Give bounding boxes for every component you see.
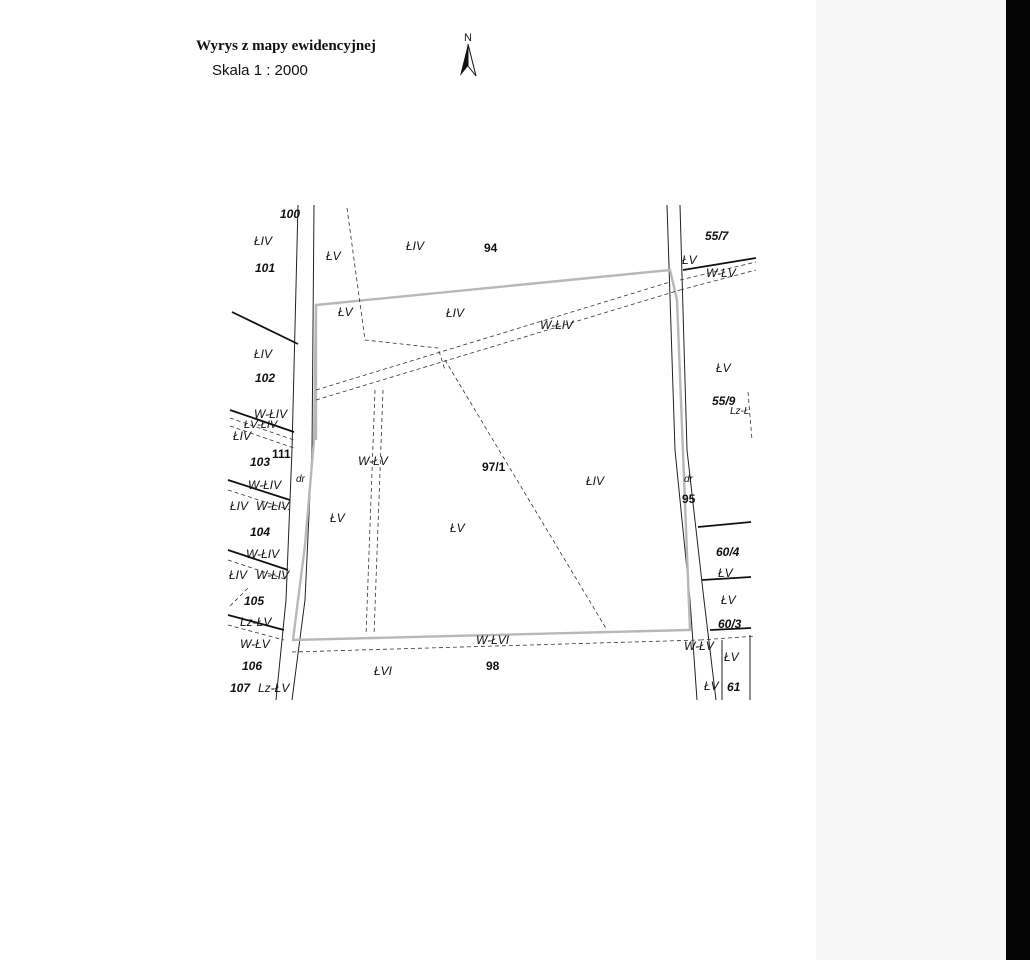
ditch-vertical-1 (365, 389, 376, 636)
land-use-label: W-ŁV (706, 266, 737, 280)
map-scale: Skala 1 : 2000 (212, 62, 308, 79)
ditch-west (229, 587, 249, 607)
land-use-label: ŁIV (230, 499, 249, 513)
parcel-number: 100 (280, 207, 300, 221)
land-use-label: ŁV (724, 650, 740, 664)
land-use-label: ŁV (682, 253, 698, 267)
parcel-number: 60/4 (716, 545, 740, 559)
parcel-number: 61 (727, 680, 741, 694)
ditch-west (227, 559, 289, 581)
parcel-number: 98 (486, 659, 500, 673)
land-use-label: ŁIV (229, 568, 248, 582)
ditch-line-east-2 (679, 269, 757, 291)
ditch-west (229, 417, 295, 441)
land-use-label: ŁIV (406, 239, 425, 253)
land-use-label: ŁIV (254, 347, 273, 361)
land-use-label: W-ŁVI (476, 633, 510, 647)
land-use-label: ŁIV (586, 474, 605, 488)
land-use-label: W-ŁV (358, 454, 389, 468)
parcel-boundary (231, 311, 299, 345)
parcel-boundary (682, 257, 757, 271)
parcel-number: 105 (244, 594, 264, 608)
land-use-label: ŁV-ŁIV (244, 419, 279, 431)
parcel-number: 97/1 (482, 460, 506, 474)
north-label: N (464, 32, 472, 44)
land-use-label: ŁIV (254, 234, 273, 248)
land-use-label: ŁIV (233, 429, 252, 443)
land-use-label: ŁV (718, 566, 734, 580)
ditch-line-upper (315, 281, 671, 391)
parcel-number: 95 (682, 492, 696, 506)
land-use-label: Lz-ŁV (258, 681, 290, 695)
land-use-boundary (346, 207, 446, 371)
land-use-label: ŁV (704, 679, 720, 693)
land-use-label: W-ŁIV (540, 318, 574, 332)
road-label: dr (296, 474, 306, 485)
ditch-south-east (699, 635, 757, 641)
ditch-west (229, 425, 295, 449)
scan-shading (816, 0, 1006, 960)
land-use-label: Lz-ŁV (240, 615, 272, 629)
road-edge-right-inner (666, 204, 698, 701)
road-edge-left-inner (291, 204, 315, 701)
land-use-label: ŁV (716, 361, 732, 375)
land-use-label: W-ŁIV (256, 568, 290, 582)
subject-parcel-outline (291, 268, 692, 642)
land-use-label: ŁV (721, 593, 737, 607)
north-arrow-icon: N (460, 32, 477, 77)
ditch-vertical-2 (373, 389, 384, 636)
land-use-label: W-ŁV (240, 637, 271, 651)
land-use-label: ŁIV (446, 306, 465, 320)
land-use-label: ŁV (330, 511, 346, 525)
parcel-number: 55/9 (712, 394, 736, 408)
road-label: dr (684, 474, 694, 485)
land-use-label: W-ŁIV (246, 547, 280, 561)
parcel-number: 55/7 (705, 229, 730, 243)
land-use-label: ŁVI (374, 664, 393, 678)
parcel-number: 60/3 (718, 617, 742, 631)
ditch-west (227, 624, 285, 641)
scan-edge-border (1006, 0, 1030, 960)
map-title: Wyrys z mapy ewidencyjnej (196, 38, 376, 54)
parcel-number: 101 (255, 261, 275, 275)
parcel-boundary (227, 479, 291, 501)
ditch-line-lower (315, 289, 681, 401)
ditch-line-east (679, 261, 757, 281)
parcel-boundary (697, 521, 752, 528)
land-use-label: W-ŁIV (256, 499, 290, 513)
parcel-number: 102 (255, 371, 275, 385)
parcel-boundary (701, 576, 752, 581)
road-edge-left-outer (275, 204, 299, 701)
parcel-boundary (227, 549, 289, 571)
land-use-boundary-diagonal (444, 359, 608, 631)
parcel-number: 104 (250, 525, 270, 539)
parcel-number: 107 (230, 681, 251, 695)
land-use-label: W-ŁIV (248, 478, 282, 492)
parcel-boundary (227, 614, 285, 631)
parcel-boundary (229, 409, 295, 433)
parcel-boundary (709, 627, 752, 631)
forest-boundary (747, 391, 753, 441)
ditch-west (227, 489, 291, 511)
parcel-number: 106 (242, 659, 262, 673)
ditch-south (291, 639, 701, 653)
land-use-label: Lz-Ł (730, 406, 749, 417)
parcel-number: 94 (484, 241, 498, 255)
parcel-number: 111 (272, 447, 291, 461)
road-edge-right-outer (679, 204, 717, 701)
land-use-label: ŁV (450, 521, 466, 535)
parcel-number: 103 (250, 455, 270, 469)
land-use-label: W-ŁIV (254, 407, 288, 421)
land-use-label: ŁV (338, 305, 354, 319)
land-use-label: W-ŁV (684, 639, 715, 653)
land-use-label: ŁV (326, 249, 342, 263)
